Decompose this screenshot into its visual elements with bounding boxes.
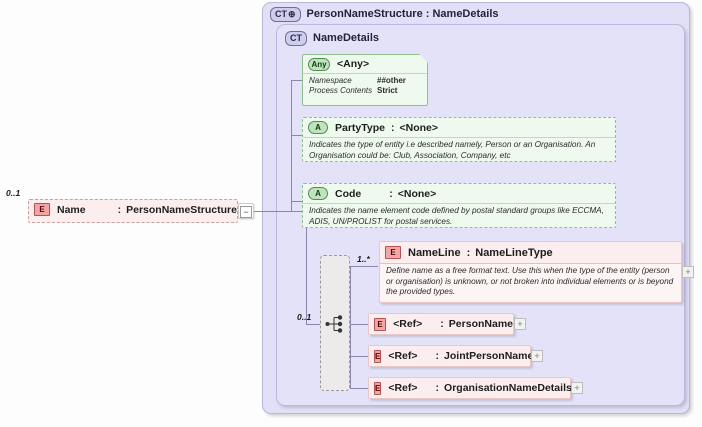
ref-organisation-expand-toggle[interactable]: + [571,382,583,394]
any-processcontents-value: Strict [377,86,398,95]
nameline-title: E NameLine : NameLineType [380,242,681,263]
ct-icon: CT [285,30,307,46]
connector-to-code [291,201,302,202]
connector-to-ref-3 [350,388,368,389]
connector-to-choice [306,324,320,325]
any-node[interactable]: Any <Any> Namespace ##other Process Cont… [302,54,428,106]
ref-organisation-separator: : [435,382,440,394]
inner-panel-header: CT NameDetails [285,30,665,46]
root-toggle-shell[interactable]: − [238,203,254,219]
connector-to-partytype [291,135,302,136]
element-node-ref-organisationnamedetails[interactable]: E <Ref> : OrganisationNameDetails [368,377,572,399]
partytype-title: A PartyType : <None> [303,118,615,137]
connector-spine-attrs [291,80,292,212]
nameline-description: Define name as a free format text. Use t… [380,263,681,301]
any-property-row: Namespace ##other [303,76,427,86]
ref-personname-expand-toggle[interactable]: + [514,318,526,330]
root-element-title: E Name : PersonNameStructure [29,200,237,219]
connector-choice-spine [350,266,351,388]
ref-organisation-title: E <Ref> : OrganisationNameDetails [369,378,572,398]
any-namespace-value: ##other [377,76,406,85]
connector-root-to-panel [254,211,276,212]
ref-jointpersonname-label: <Ref> [388,350,418,362]
element-badge-icon: E [34,203,50,216]
collapse-minus-icon[interactable]: − [240,206,252,218]
partytype-separator: : [391,121,395,134]
root-type-label: PersonNameStructure [126,203,237,216]
ref-organisation-type-label: OrganisationNameDetails [444,382,572,394]
ref-jointpersonname-title: E <Ref> : JointPersonName [369,346,534,366]
code-title: A Code : <None> [303,184,615,203]
any-properties: Namespace ##other Process Contents Stric… [303,73,427,96]
choice-compositor-icon [325,315,343,333]
attribute-node-code[interactable]: A Code : <None> Indicates the name eleme… [302,183,616,228]
inner-panel-title: NameDetails [313,32,380,44]
nameline-cardinality-label: 1..* [357,254,370,264]
any-node-title: Any <Any> [303,55,427,73]
ref-organisation-label: <Ref> [388,382,418,394]
ct-expand-icon[interactable]: CT [270,6,301,22]
any-badge-icon: Any [308,57,330,71]
element-node-ref-jointpersonname[interactable]: E <Ref> : JointPersonName [368,345,534,367]
ref-jointpersonname-type-label: JointPersonName [444,350,534,362]
element-badge-icon: E [374,381,382,395]
any-node-label: <Any> [337,58,370,70]
nameline-expand-toggle[interactable]: + [682,266,694,278]
root-element-label: Name [57,203,86,216]
code-label: Code [335,187,362,200]
connector-spine-lower [306,211,307,324]
partytype-type-label: <None> [399,121,439,134]
element-badge-icon: E [385,246,401,259]
element-badge-icon: E [374,317,387,331]
any-notch-decoration [419,54,428,63]
nameline-label: NameLine [408,246,461,259]
ref-jointpersonname-separator: : [435,350,440,362]
nameline-separator: : [466,246,471,259]
attribute-badge-icon: A [308,187,328,200]
attribute-node-partytype[interactable]: A PartyType : <None> Indicates the type … [302,117,616,162]
partytype-label: PartyType [335,121,385,134]
connector-to-any [291,80,302,81]
ref-personname-separator: : [440,318,444,330]
code-description: Indicates the name element code defined … [303,203,615,230]
code-separator: : [389,187,393,200]
ref-personname-title: E <Ref> : PersonName [369,314,513,334]
nameline-type-label: NameLineType [475,246,553,259]
connector-spine-entry [276,211,292,212]
root-element-name[interactable]: E Name : PersonNameStructure [28,199,238,223]
root-cardinality-label: 0..1 [6,188,21,198]
connector-lower-entry [291,211,307,212]
partytype-description: Indicates the type of entity i.e describ… [303,137,615,164]
attribute-badge-icon: A [308,121,328,134]
ref-jointpersonname-expand-toggle[interactable]: + [531,350,543,362]
choice-cardinality-label: 0..1 [297,312,312,322]
connector-to-ref-2 [350,356,368,357]
ref-personname-label: <Ref> [393,318,423,330]
any-processcontents-key: Process Contents [309,86,373,95]
outer-panel-header: CT PersonNameStructure : NameDetails [270,6,670,22]
outer-panel-title: PersonNameStructure : NameDetails [306,8,499,20]
element-node-ref-personname[interactable]: E <Ref> : PersonName [368,313,514,335]
any-property-row: Process Contents Strict [303,86,427,96]
element-node-nameline[interactable]: E NameLine : NameLineType Define name as… [379,241,682,303]
connector-to-nameline [350,266,378,267]
code-type-label: <None> [397,187,437,200]
connector-to-ref-1 [350,324,368,325]
choice-compositor[interactable] [320,255,350,391]
ref-personname-type-label: PersonName [448,318,513,330]
any-namespace-key: Namespace [309,76,352,85]
element-badge-icon: E [374,349,382,363]
root-separator: : [117,203,122,216]
